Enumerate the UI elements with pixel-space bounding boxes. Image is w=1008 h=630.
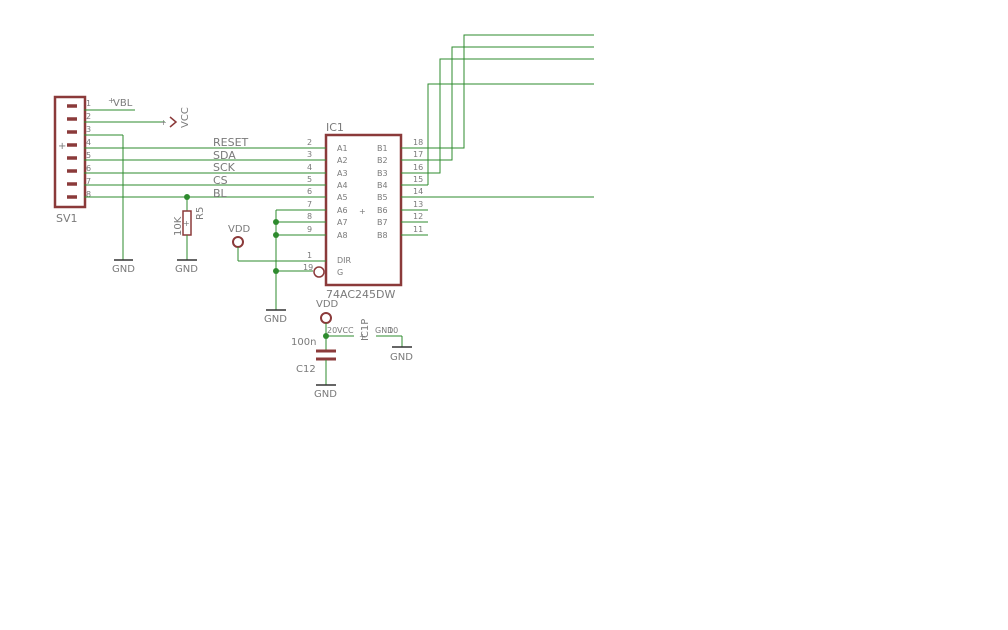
ic-pin-label-g: G bbox=[337, 268, 343, 277]
ic-pin-label-a1: A1 bbox=[337, 144, 348, 153]
ic-pin-num-16: 16 bbox=[413, 163, 423, 172]
ic-pin-label-b6: B6 bbox=[377, 206, 388, 215]
capacitor-c12[interactable]: 100n C12 GND bbox=[291, 336, 337, 400]
ic-pin-num-8: 8 bbox=[307, 212, 312, 221]
ic-pin-label-a3: A3 bbox=[337, 169, 348, 178]
resistor-name: R5 bbox=[195, 207, 206, 220]
ic-pin-label-a6: A6 bbox=[337, 206, 348, 215]
ic-b-output-wires bbox=[427, 34, 594, 198]
connector-body bbox=[53, 95, 87, 209]
gnd-label-power: GND bbox=[390, 352, 413, 363]
vbl-label: VBL bbox=[113, 98, 133, 109]
ic-pin-num-15: 15 bbox=[413, 175, 423, 184]
vdd-circle-icon bbox=[232, 236, 244, 248]
ic-pin-num-14: 14 bbox=[413, 187, 423, 196]
ic-pin-label-b3: B3 bbox=[377, 169, 388, 178]
net-label-sda: SDA bbox=[213, 149, 236, 162]
connector-wires bbox=[84, 109, 313, 260]
connector-pin-3: 3 bbox=[86, 125, 91, 134]
connector-pin-pads bbox=[67, 104, 77, 199]
svg-text:GND: GND bbox=[264, 314, 287, 325]
ic-name: IC1 bbox=[326, 121, 344, 134]
power-part-name: IC1P bbox=[360, 319, 371, 341]
ic-pin-num-5: 5 bbox=[307, 175, 312, 184]
ic-pin-num-1: 1 bbox=[307, 251, 312, 260]
svg-text:+: + bbox=[359, 332, 366, 341]
svg-text:GND: GND bbox=[112, 264, 135, 275]
ic-pin-num-7: 7 bbox=[307, 200, 312, 209]
svg-text:+: + bbox=[183, 219, 190, 228]
connector-origin-mark: + bbox=[58, 141, 66, 152]
ic-pin-label-dir: DIR bbox=[337, 256, 352, 265]
connector-sv1[interactable]: + SV1 1 2 3 4 5 6 7 8 bbox=[53, 95, 91, 225]
gnd-symbol-resistor: GND bbox=[175, 259, 198, 275]
connector-pin-7: 7 bbox=[86, 177, 91, 186]
power-vcc-label: VCC bbox=[337, 326, 354, 335]
gnd-symbol-ic: GND bbox=[264, 309, 287, 325]
connector-pin-5: 5 bbox=[86, 151, 91, 160]
ic-a-pin-lines bbox=[238, 147, 326, 272]
svg-text:VDD: VDD bbox=[228, 224, 251, 235]
connector-pin-4: 4 bbox=[86, 138, 91, 147]
ic-pin-label-b7: B7 bbox=[377, 218, 388, 227]
power-pin-num-20: 20 bbox=[327, 326, 337, 335]
ic-pin-num-3: 3 bbox=[307, 150, 312, 159]
vdd-circle-icon bbox=[320, 312, 332, 324]
ic-pin-label-a2: A2 bbox=[337, 156, 348, 165]
ic-pin-num-2: 2 bbox=[307, 138, 312, 147]
power-part-ic1p[interactable]: VDD 20 VCC IC1P + GND 10 GND bbox=[316, 299, 413, 363]
connector-pin-2: 2 bbox=[86, 112, 91, 121]
ic-g-inversion-bubble bbox=[313, 266, 325, 278]
net-label-sck: SCK bbox=[213, 161, 236, 174]
ic-pin-num-17: 17 bbox=[413, 150, 423, 159]
power-pin-num-10: 10 bbox=[388, 326, 398, 335]
capacitor-value: 100n bbox=[291, 337, 316, 348]
ic-b-pin-lines bbox=[401, 147, 428, 236]
ic-pin-label-a4: A4 bbox=[337, 181, 348, 190]
gnd-label-capacitor: GND bbox=[314, 389, 337, 400]
svg-text:+: + bbox=[160, 118, 167, 127]
ic-74ac245dw[interactable]: IC1 74AC245DW + A1 A2 A3 A4 A5 A6 A7 A8 … bbox=[238, 121, 428, 301]
ic-pin-label-a7: A7 bbox=[337, 218, 348, 227]
capacitor-name: C12 bbox=[296, 364, 316, 375]
ic-pin-num-13: 13 bbox=[413, 200, 423, 209]
connector-pin-8: 8 bbox=[86, 190, 91, 199]
ic-pin-label-b4: B4 bbox=[377, 181, 388, 190]
ic-origin-mark: + bbox=[359, 207, 366, 216]
ic-pin-num-12: 12 bbox=[413, 212, 423, 221]
resistor-r5[interactable]: + 10K R5 bbox=[173, 194, 206, 260]
net-label-bl: BL bbox=[213, 187, 228, 200]
ic-pin-num-18: 18 bbox=[413, 138, 423, 147]
ic-pin-label-b1: B1 bbox=[377, 144, 388, 153]
vcc-arrow-icon: + bbox=[160, 116, 178, 128]
ic-part-number: 74AC245DW bbox=[326, 288, 395, 301]
svg-text:GND: GND bbox=[175, 264, 198, 275]
ic-pin-num-11: 11 bbox=[413, 225, 423, 234]
net-label-reset: RESET bbox=[213, 136, 249, 149]
net-label-cs: CS bbox=[213, 174, 228, 187]
vbl-mark: + bbox=[108, 96, 115, 105]
ic-pin-num-19: 19 bbox=[303, 263, 313, 272]
ic-pin-num-6: 6 bbox=[307, 187, 312, 196]
vdd-label-2: VDD bbox=[316, 299, 339, 310]
power-gnd-label: GND bbox=[375, 326, 393, 335]
connector-pin-1: 1 bbox=[86, 99, 91, 108]
resistor-value: 10K bbox=[173, 216, 184, 236]
ic-pin-label-a5: A5 bbox=[337, 193, 348, 202]
ic-pin-label-b8: B8 bbox=[377, 231, 388, 240]
connector-name: SV1 bbox=[56, 212, 78, 225]
a6-a8-gnd-tie bbox=[273, 210, 279, 310]
vdd-supply-dir: VDD bbox=[228, 224, 251, 261]
ic-pin-label-b5: B5 bbox=[377, 193, 388, 202]
ic-pin-num-4: 4 bbox=[307, 163, 312, 172]
ic-pin-label-b2: B2 bbox=[377, 156, 388, 165]
connector-pin-6: 6 bbox=[86, 164, 91, 173]
vcc-label: VCC bbox=[180, 107, 191, 128]
gnd-symbol-connector: GND bbox=[112, 259, 135, 275]
ic-pin-label-a8: A8 bbox=[337, 231, 348, 240]
ic-pin-num-9: 9 bbox=[307, 225, 312, 234]
